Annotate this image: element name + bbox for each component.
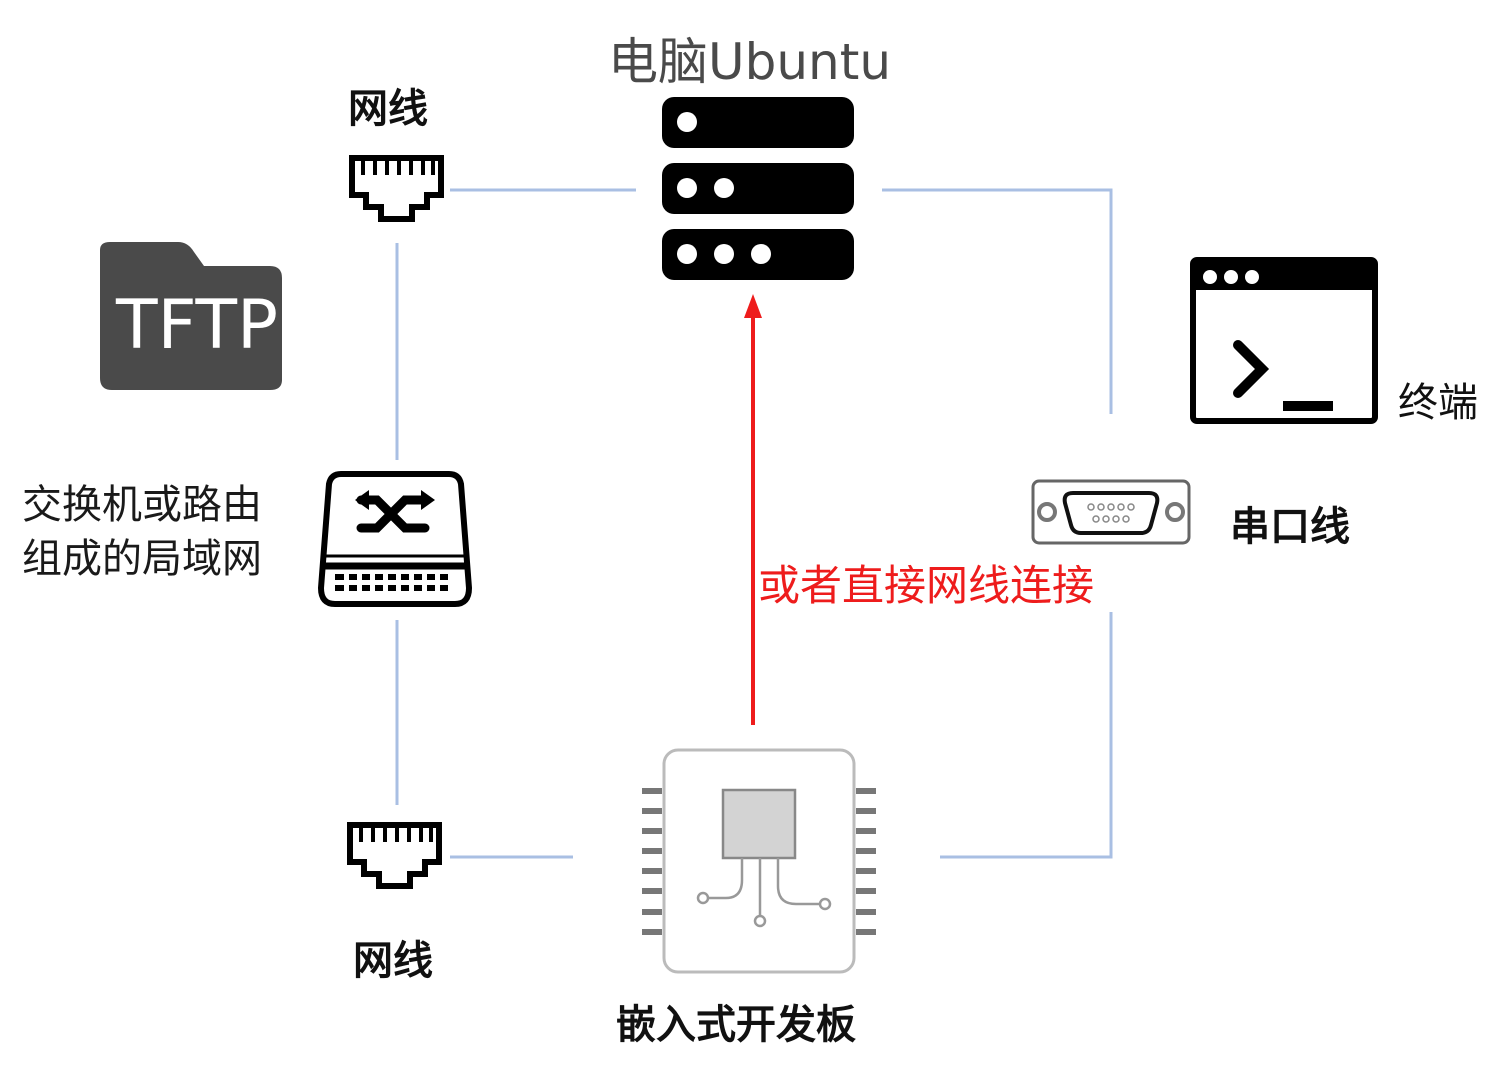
switch-label-line1: 交换机或路由 [22,482,262,528]
terminal-label: 终端 [1398,380,1478,426]
switch-label: 交换机或路由 组成的局域网 [22,478,262,586]
board-label: 嵌入式开发板 [616,1001,856,1048]
direct-connection-label: 或者直接网线连接 [758,561,1095,610]
serial-label: 串口线 [1230,503,1350,550]
tftp-label: TFTP [116,286,278,365]
line-serial-to-board [940,612,1113,859]
pc-label: 电脑Ubuntu [608,33,892,91]
direct-connection-arrow [744,294,762,725]
ethernet-bottom-label: 网线 [353,937,433,984]
switch-label-line2: 组成的局域网 [22,536,262,582]
line-pc-to-serial [882,188,1113,414]
ethernet-top-label: 网线 [348,85,428,132]
